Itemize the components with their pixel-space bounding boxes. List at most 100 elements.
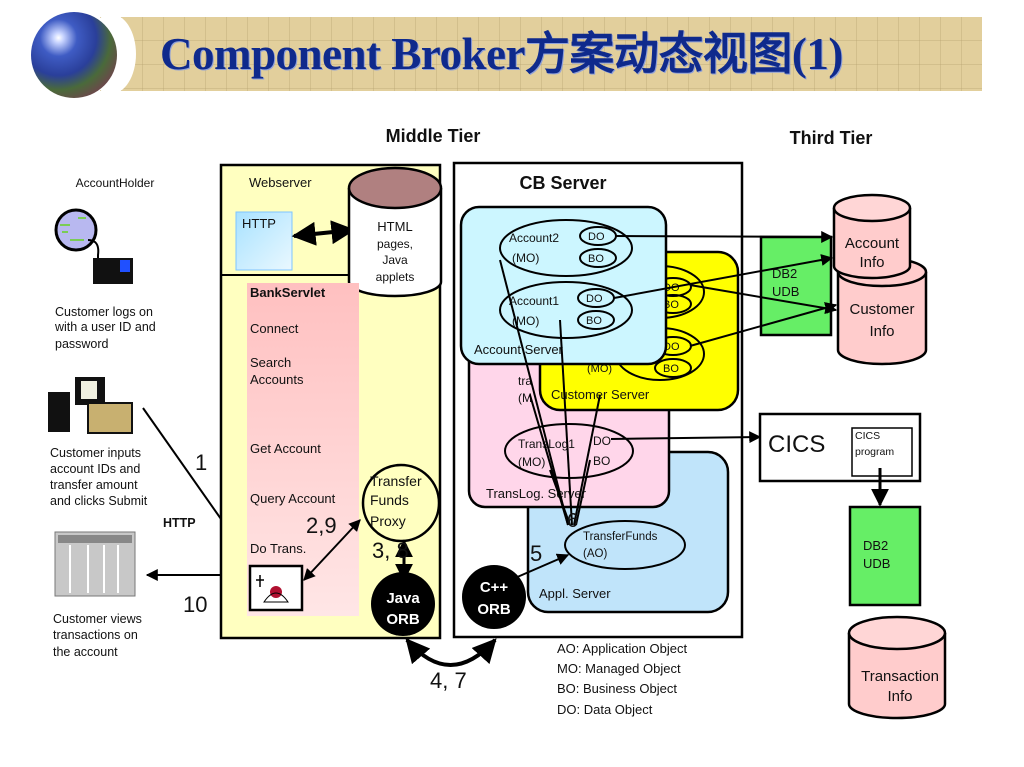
svg-text:account IDs and: account IDs and	[50, 462, 140, 476]
servlet-method-connect: Connect	[250, 321, 299, 336]
third-tier-label: Third Tier	[790, 128, 873, 148]
account1-mo	[499, 281, 633, 339]
svg-text:HTML: HTML	[377, 219, 412, 234]
svg-text:applets: applets	[376, 270, 415, 284]
svg-text:Account: Account	[845, 235, 900, 252]
cpp-orb: C++ ORB	[462, 565, 526, 629]
account1-name: Account1	[509, 294, 559, 308]
svg-text:CICS: CICS	[855, 430, 880, 442]
login-step-text: Customer logs on with a user ID and pass…	[54, 305, 156, 351]
desk-workstation-icon	[48, 377, 133, 434]
db2-top-label-2: UDB	[772, 284, 799, 299]
transfer-funds-name: TransferFunds	[583, 531, 658, 543]
cics-program-box: CICS program	[851, 427, 913, 477]
account2-name: Account2	[509, 231, 559, 245]
svg-text:C++: C++	[480, 579, 509, 596]
customer-bo-2	[654, 358, 692, 378]
translog1-bo: BO	[593, 454, 610, 468]
servlet-method-query-account: Query Account	[250, 491, 336, 506]
legend-bo: BO: Business Object	[557, 681, 677, 696]
bank-servlet-title: BankServlet	[250, 285, 326, 300]
svg-text:Java: Java	[382, 253, 408, 267]
legend-do: DO: Data Object	[557, 702, 653, 717]
account2-bo	[579, 248, 617, 268]
svg-text:Customer: Customer	[849, 301, 914, 318]
svg-text:the account: the account	[53, 645, 118, 659]
arrow-step-5	[514, 553, 570, 579]
legend-ao: AO: Application Object	[557, 641, 687, 656]
translog-server-label: TransLog. Server	[486, 486, 587, 501]
step-3-8-label: 3, 8	[372, 538, 409, 563]
legend-mo: MO: Managed Object	[557, 661, 681, 676]
input-step-text: Customer inputs account IDs and transfer…	[50, 446, 148, 508]
svg-text:program: program	[855, 446, 894, 458]
db2-udb-bottom	[848, 505, 922, 607]
transfer-funds-ao	[564, 520, 686, 570]
translog1-type: (MO)	[518, 455, 545, 469]
svg-text:and clicks Submit: and clicks Submit	[50, 494, 148, 508]
globe-workstation-icon	[54, 208, 133, 284]
servlet-method-accounts: Accounts	[250, 372, 304, 387]
db2-bottom-label-1: DB2	[863, 538, 888, 553]
account1-do-label: DO	[586, 293, 603, 305]
svg-text:password: password	[55, 337, 109, 351]
step-1-label: 1	[195, 450, 207, 475]
db2-bottom-label-2: UDB	[863, 556, 890, 571]
step-6-label: 6	[567, 510, 578, 532]
translog1-do: DO	[593, 434, 611, 448]
transaction-info-db: Transaction Info	[847, 615, 947, 720]
account2-do-label: DO	[588, 231, 605, 243]
svg-text:pages,: pages,	[377, 237, 413, 251]
account1-bo-label: BO	[586, 315, 602, 327]
svg-text:Info: Info	[869, 323, 894, 340]
appl-server-label: Appl. Server	[539, 586, 611, 601]
customer-info-db: Customer Info	[836, 256, 928, 366]
svg-text:Info: Info	[859, 254, 884, 271]
webserver-title: Webserver	[249, 175, 312, 190]
transfer-funds-type: (AO)	[583, 548, 607, 560]
legend: AO: Application Object MO: Managed Objec…	[557, 641, 687, 717]
http-html-link	[291, 220, 356, 246]
account-server-label: Account Server	[474, 342, 564, 357]
java-orb: Java ORB	[371, 572, 435, 636]
account2-mo	[499, 219, 633, 277]
orb-link	[405, 638, 497, 667]
svg-text:ORB: ORB	[477, 601, 511, 618]
servlet-method-do-trans: Do Trans.	[250, 541, 306, 556]
cics-label: CICS	[768, 431, 825, 458]
customer-server-label: Customer Server	[551, 387, 650, 402]
servlet-method-get-account: Get Account	[250, 441, 321, 456]
svg-text:Customer views: Customer views	[53, 612, 142, 626]
http-label: HTTP	[163, 516, 196, 530]
proxy-label-2: Funds	[370, 492, 409, 508]
account-holder-label: AccountHolder	[76, 176, 155, 190]
view-step-text: Customer views transactions on the accou…	[53, 612, 142, 659]
svg-text:with a user ID and: with a user ID and	[54, 320, 156, 334]
svg-text:Info: Info	[887, 688, 912, 705]
applet-icon	[248, 564, 304, 612]
svg-text:Customer logs on: Customer logs on	[55, 305, 153, 319]
account-info-db: Account Info	[832, 193, 912, 280]
globe-icon	[31, 12, 117, 98]
customer-mo-label: (MO)	[587, 363, 612, 375]
transfer-fan-lines	[499, 259, 601, 526]
title-banner	[100, 17, 982, 91]
account2-bo-label: BO	[588, 253, 604, 265]
middle-tier-label: Middle Tier	[386, 126, 481, 146]
proxy-label-3: Proxy	[370, 513, 406, 529]
slide-title: Component Broker方案动态视图(1)	[160, 29, 843, 79]
servlet-method-search: Search	[250, 355, 291, 370]
svg-text:Transaction: Transaction	[861, 668, 939, 685]
account-server-box	[459, 205, 668, 366]
step-4-7-label: 4, 7	[430, 668, 467, 693]
translog-hidden-1: tra	[518, 374, 532, 388]
arrow-step-2-9	[303, 519, 361, 581]
step-2-9-label: 2,9	[306, 513, 337, 538]
translog-hidden-2: (M	[518, 391, 532, 405]
svg-text:Customer inputs: Customer inputs	[50, 446, 141, 460]
do-db-links	[610, 230, 838, 444]
http-box-label: HTTP	[242, 216, 276, 231]
db2-top-label-1: DB2	[772, 266, 797, 281]
account1-bo	[577, 310, 615, 330]
